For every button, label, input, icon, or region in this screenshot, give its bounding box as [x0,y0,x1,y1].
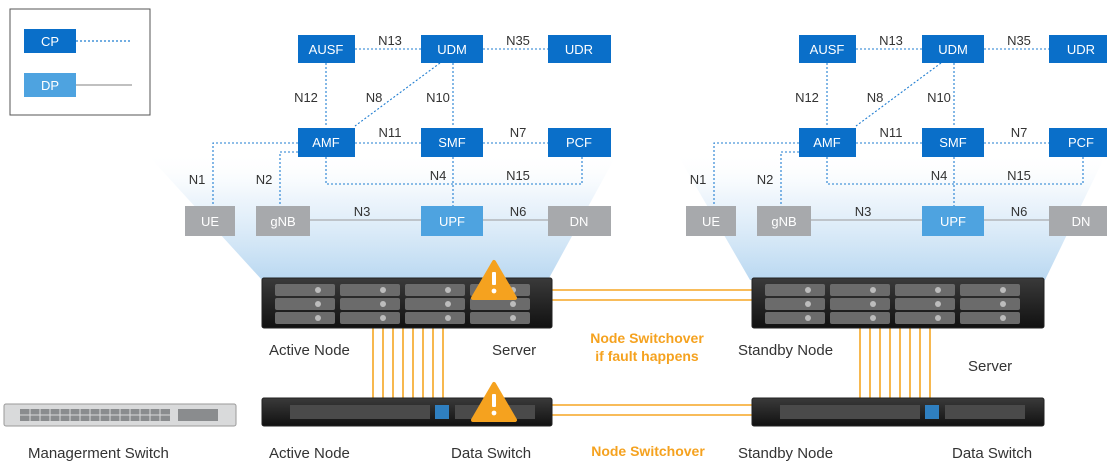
right-if-n10: N10 [927,90,951,105]
standby-node-server-label: Standby Node [738,342,833,359]
legend-cp-swatch [24,29,76,53]
right-dn-box [1049,206,1107,236]
right-smf-box [922,128,984,157]
left-cp-links [212,48,583,209]
switchover-server-line1: Node Switchover [590,330,704,346]
server-right-label: Server [968,358,1012,375]
left-if-n6: N6 [510,204,527,219]
right-if-n3: N3 [855,204,872,219]
right-beam [676,152,1107,280]
right-udm-box [922,35,984,63]
legend: CP DP [9,8,151,116]
left-if-n35: N35 [506,33,530,48]
left-if-n3: N3 [354,204,371,219]
left-dn-box [548,206,611,236]
right-cp-links [713,48,1084,209]
right-pcf-box [1049,128,1107,157]
right-if-n13: N13 [879,33,903,48]
right-amf-label: AMF [813,135,841,150]
right-upf-label: UPF [940,214,966,229]
left-upf-label: UPF [439,214,465,229]
right-if-n11: N11 [880,125,903,140]
standby-server-drive-bays [765,284,1020,324]
right-if-n2: N2 [757,172,774,187]
left-if-n4: N4 [430,168,447,183]
right-if-n15: N15 [1007,168,1031,183]
right-gnb-box [757,206,811,236]
left-pcf-label: PCF [566,135,592,150]
data-switch-left-label: Data Switch [451,445,531,462]
left-udm-label: UDM [437,42,467,57]
left-ausf-box [298,35,355,63]
left-dn-label: DN [570,214,589,229]
standby-data-switch [751,397,1045,427]
standby-node-switch-label: Standby Node [738,445,833,462]
right-ue-box [686,206,736,236]
left-amf-box [298,128,355,157]
left-if-n1: N1 [189,172,206,187]
legend-cp-label: CP [41,34,59,49]
right-if-n35: N35 [1007,33,1031,48]
right-amf-box [799,128,856,157]
right-ausf-label: AUSF [810,42,845,57]
data-switch-right-label: Data Switch [952,445,1032,462]
right-pcf-label: PCF [1068,135,1094,150]
left-upf-box [421,206,483,236]
right-smf-label: SMF [939,135,967,150]
left-pcf-box [548,128,611,157]
left-if-n11: N11 [379,125,402,140]
left-gnb-label: gNB [270,214,295,229]
server-left-label: Server [492,342,536,359]
switchover-switch-label: Node Switchover [591,443,705,459]
right-gnb-label: gNB [771,214,796,229]
left-ue-label: UE [201,214,219,229]
legend-dp-swatch [24,73,76,97]
active-server-drive-bays [275,284,530,324]
right-if-n12: N12 [795,90,819,105]
orange-links [372,289,931,416]
legend-dp-label: DP [41,78,59,93]
left-if-n13: N13 [378,33,402,48]
warning-icon [471,260,517,300]
right-if-n1: N1 [690,172,707,187]
right-if-n8: N8 [867,90,884,105]
left-udm-box [421,35,483,63]
right-if-n6: N6 [1011,204,1028,219]
switchover-server-line2: if fault happens [595,348,699,364]
right-udr-label: UDR [1067,42,1095,57]
active-node-switch-label: Active Node [269,445,350,462]
left-if-n15: N15 [506,168,530,183]
left-if-n2: N2 [256,172,273,187]
management-switch-label: Managerment Switch [28,445,169,462]
left-udr-box [548,35,611,63]
left-if-n10: N10 [426,90,450,105]
left-topology: AUSF UDM UDR AMF SMF PCF UE gNB UPF DN N… [185,33,611,236]
left-smf-box [421,128,483,157]
left-udr-label: UDR [565,42,593,57]
right-dn-label: DN [1072,214,1091,229]
left-ausf-label: AUSF [309,42,344,57]
left-if-n7: N7 [510,125,527,140]
legend-frame [9,8,151,116]
left-amf-label: AMF [312,135,340,150]
right-udr-box [1049,35,1107,63]
management-switch [3,403,237,427]
standby-server [751,277,1045,329]
left-ue-box [185,206,235,236]
warning-icon [471,382,517,422]
right-ausf-box [799,35,856,63]
left-if-n12: N12 [294,90,318,105]
right-if-n4: N4 [931,168,948,183]
right-upf-box [922,206,984,236]
left-smf-label: SMF [438,135,466,150]
right-udm-label: UDM [938,42,968,57]
right-if-n7: N7 [1011,125,1028,140]
left-gnb-box [256,206,310,236]
active-node-server-label: Active Node [269,342,350,359]
left-if-n8: N8 [366,90,383,105]
right-ue-label: UE [702,214,720,229]
right-topology: AUSF UDM UDR AMF SMF PCF UE gNB UPF DN N… [686,33,1107,236]
